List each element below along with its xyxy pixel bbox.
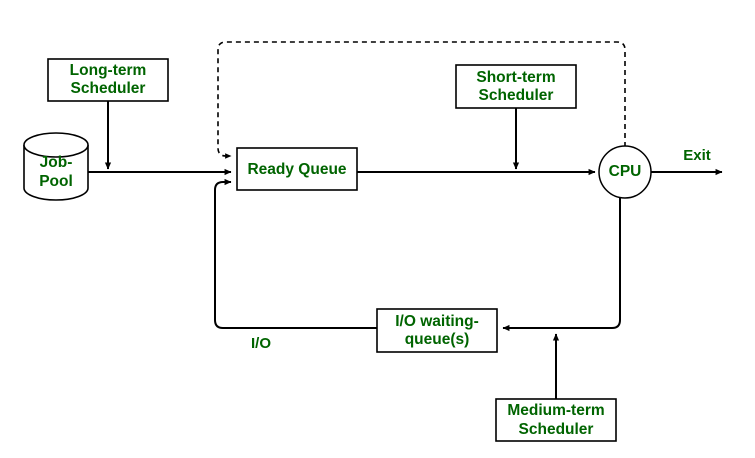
node-medium-term-scheduler[interactable]: Medium-term Scheduler: [495, 398, 617, 442]
edge-cpu-to-ready-queue-dashed: [217, 41, 626, 159]
node-ready-queue[interactable]: Ready Queue: [236, 147, 358, 191]
node-short-term-scheduler[interactable]: Short-term Scheduler: [455, 64, 577, 109]
ready-queue-label: Ready Queue: [247, 161, 346, 178]
edge-io-waiting-queue-to-ready-queue: [214, 178, 377, 329]
node-long-term-scheduler[interactable]: Long-term Scheduler: [47, 58, 169, 102]
medium-term-scheduler-label-line2: Scheduler: [519, 421, 594, 438]
node-cpu[interactable]: CPU: [598, 145, 652, 199]
io-waiting-queue-label-line1: I/O waiting-: [395, 313, 479, 330]
node-job-pool[interactable]: Job- Pool: [23, 132, 89, 201]
long-term-scheduler-label-line2: Scheduler: [71, 80, 146, 97]
job-pool-label-line1: Job-: [40, 154, 73, 171]
medium-term-scheduler-label-line1: Medium-term: [507, 402, 604, 419]
short-term-scheduler-label-line1: Short-term: [476, 69, 555, 86]
short-term-scheduler-label-line2: Scheduler: [479, 87, 554, 104]
cpu-label: CPU: [609, 163, 642, 180]
io-waiting-queue-label-line2: queue(s): [405, 331, 470, 348]
job-pool-label-line2: Pool: [39, 173, 73, 190]
edge-cpu-to-io-waiting-queue: [502, 198, 621, 332]
node-io-waiting-queue[interactable]: I/O waiting- queue(s): [376, 308, 498, 353]
long-term-scheduler-label-line1: Long-term: [70, 62, 147, 79]
exit-label: Exit: [683, 147, 711, 164]
io-label: I/O: [251, 335, 271, 352]
